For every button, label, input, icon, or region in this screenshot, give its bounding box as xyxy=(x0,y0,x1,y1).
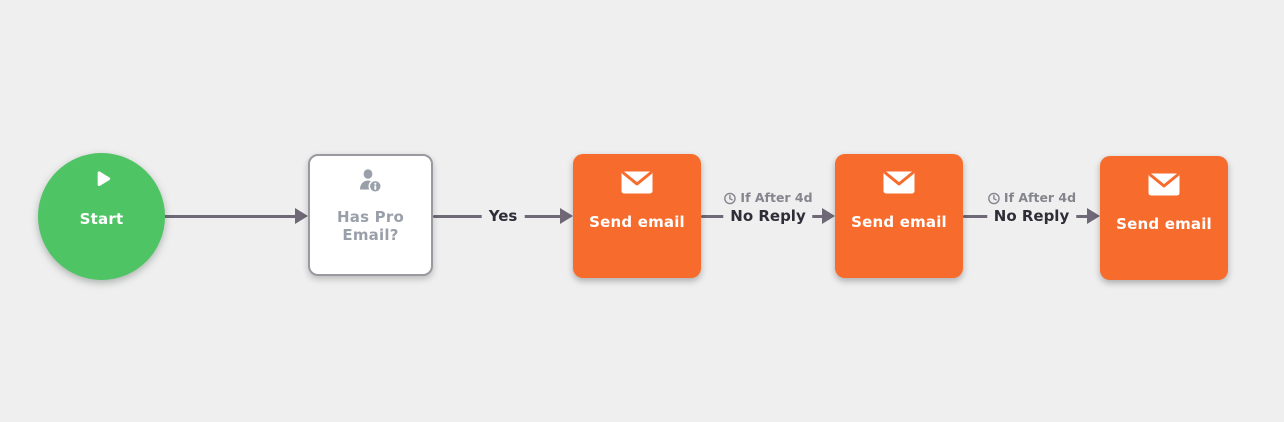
arrowhead-icon xyxy=(560,208,573,224)
send-email-node-2[interactable]: Send email xyxy=(835,154,963,278)
timer-label-text: If After 4d xyxy=(740,190,813,205)
start-node[interactable]: Start xyxy=(38,153,165,280)
envelope-icon xyxy=(835,171,963,194)
connector-email2-to-email3: If After 4d No Reply xyxy=(963,186,1100,246)
connector-start-to-condition xyxy=(164,186,308,246)
connector-line xyxy=(164,215,301,218)
send-email-node-label: Send email xyxy=(851,213,947,231)
send-email-node-3[interactable]: Send email xyxy=(1100,156,1228,280)
timer-label-text: If After 4d xyxy=(1003,190,1077,205)
condition-node-has-pro-email[interactable]: Has Pro Email? xyxy=(308,154,433,276)
connector-email1-to-email2: If After 4d No Reply xyxy=(701,186,835,246)
timer-condition-label: If After 4d xyxy=(723,189,813,207)
branch-label-no-reply: No Reply xyxy=(986,207,1077,226)
condition-node-label: Has Pro Email? xyxy=(337,208,404,244)
connector-condition-to-email1: Yes xyxy=(433,186,573,246)
send-email-node-label: Send email xyxy=(1116,215,1212,233)
arrowhead-icon xyxy=(295,208,308,224)
arrowhead-icon xyxy=(822,208,835,224)
send-email-node-1[interactable]: Send email xyxy=(573,154,701,278)
play-icon xyxy=(38,168,165,191)
timer-condition-label: If After 4d xyxy=(987,189,1076,207)
clock-icon xyxy=(723,192,736,205)
branch-label-no-reply: No Reply xyxy=(723,207,813,226)
start-node-label: Start xyxy=(79,210,124,228)
contact-info-icon xyxy=(310,168,431,195)
arrowhead-icon xyxy=(1087,208,1100,224)
envelope-icon xyxy=(1100,173,1228,196)
send-email-node-label: Send email xyxy=(589,213,685,231)
branch-label-yes: Yes xyxy=(481,207,525,226)
clock-icon xyxy=(987,192,1000,205)
envelope-icon xyxy=(573,171,701,194)
